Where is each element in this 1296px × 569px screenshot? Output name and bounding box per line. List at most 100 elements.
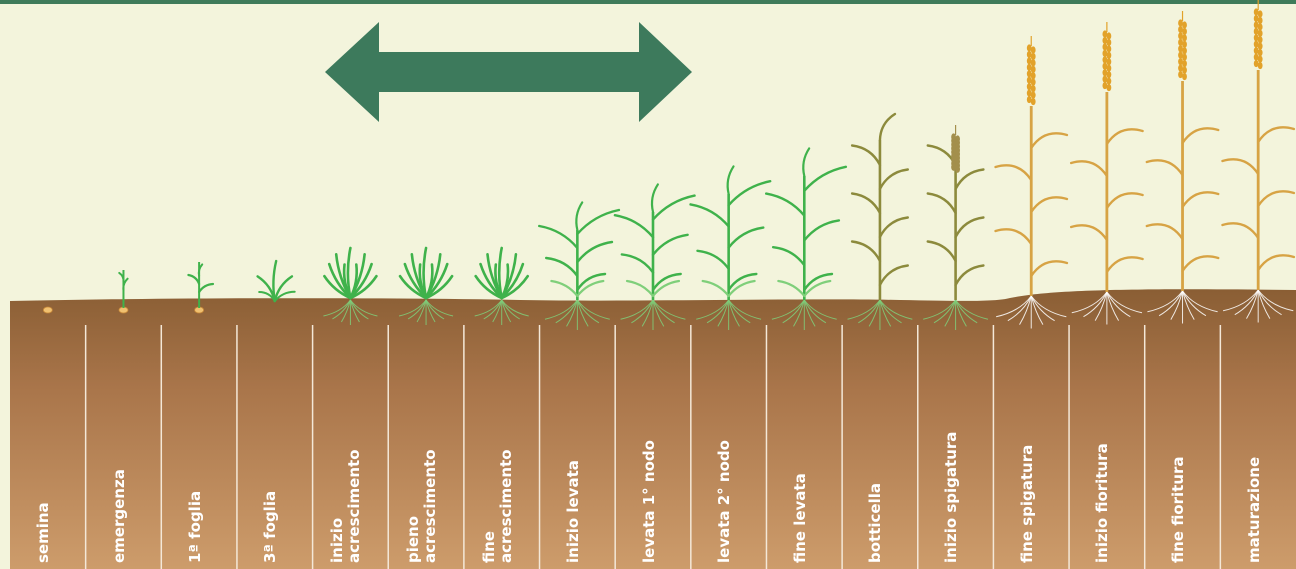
grain — [1106, 38, 1112, 47]
grain — [1106, 58, 1112, 66]
root — [620, 299, 654, 320]
grain — [1102, 62, 1108, 70]
root — [474, 299, 503, 317]
leaf — [544, 256, 579, 278]
leaf — [474, 274, 504, 300]
leaf — [803, 279, 832, 298]
grain — [1257, 55, 1263, 63]
grain — [1257, 49, 1263, 57]
grain — [1257, 16, 1263, 25]
grain — [1026, 95, 1032, 104]
root — [501, 299, 529, 317]
leaf — [197, 263, 204, 277]
seed — [42, 306, 53, 314]
root — [652, 299, 686, 320]
leaf — [878, 112, 897, 142]
grain — [1030, 59, 1036, 67]
grain — [1253, 34, 1259, 42]
leaf — [689, 203, 730, 228]
leaf — [1069, 160, 1109, 178]
plant-stem-green — [613, 183, 696, 330]
leaf — [349, 274, 378, 300]
stage-label: semina — [34, 502, 53, 563]
leaf — [954, 168, 985, 191]
grain — [1182, 53, 1187, 61]
grain — [1106, 64, 1112, 72]
root — [955, 299, 989, 320]
leaf — [696, 249, 730, 270]
leaf — [323, 274, 352, 300]
root — [1030, 295, 1067, 318]
grain — [1178, 64, 1183, 72]
root — [544, 299, 578, 320]
leaf — [803, 272, 834, 292]
root — [803, 299, 816, 327]
root — [398, 299, 427, 317]
leaf — [1030, 260, 1069, 278]
grain — [1257, 36, 1263, 44]
stage-label: inizio fioritura — [1093, 443, 1112, 563]
leaf — [727, 180, 772, 207]
leaf — [613, 214, 655, 239]
leaf — [418, 263, 428, 300]
grain — [1026, 70, 1032, 78]
leaf — [1069, 224, 1109, 242]
grain — [1253, 53, 1259, 61]
grain — [1030, 52, 1036, 61]
stage-label: levata 2° nodo — [715, 440, 734, 563]
root — [879, 299, 892, 327]
leaf — [576, 279, 605, 298]
leaf — [424, 274, 454, 300]
root — [340, 299, 351, 323]
root — [1030, 295, 1044, 325]
stage-label: levata 1° nodo — [639, 440, 658, 563]
root — [1257, 289, 1294, 312]
leaf — [1030, 196, 1069, 214]
leaf — [1256, 126, 1296, 144]
grain — [1253, 27, 1259, 35]
leaf — [494, 263, 504, 300]
grain — [1178, 51, 1183, 59]
leaf — [726, 165, 735, 196]
grain — [1257, 42, 1263, 50]
stage-label: fine fioritura — [1169, 456, 1188, 563]
root — [706, 299, 730, 324]
top-band — [0, 0, 1296, 4]
root — [868, 299, 881, 327]
leaf — [538, 224, 579, 250]
leaf — [198, 282, 215, 294]
stage-label: fine acrescimento — [479, 449, 515, 563]
stage-label: 1ª foglia — [185, 490, 204, 563]
grain — [1178, 70, 1183, 79]
leaf — [727, 279, 756, 298]
leaf — [625, 279, 655, 298]
root — [1246, 289, 1259, 319]
leaf — [1030, 132, 1069, 150]
leaf — [550, 279, 579, 298]
soil — [10, 289, 1296, 569]
leaf — [1181, 191, 1220, 209]
root — [555, 299, 578, 324]
leaf — [1145, 159, 1184, 177]
grain — [1253, 14, 1259, 23]
grain — [1026, 44, 1032, 52]
leaf — [1221, 158, 1260, 176]
plants — [42, 0, 1296, 330]
leaf — [878, 216, 909, 239]
root — [576, 299, 589, 327]
leaf — [771, 246, 806, 267]
leaf — [954, 216, 985, 239]
leaf — [187, 273, 201, 286]
leaf — [1181, 127, 1220, 145]
leaf — [803, 219, 841, 242]
grain — [1102, 69, 1108, 77]
root — [847, 299, 881, 320]
leaf — [1256, 254, 1296, 272]
leaf — [650, 183, 659, 214]
leaf — [727, 272, 758, 292]
double-arrow — [325, 22, 692, 122]
grain — [1030, 72, 1036, 80]
plant-tillering — [474, 246, 530, 325]
